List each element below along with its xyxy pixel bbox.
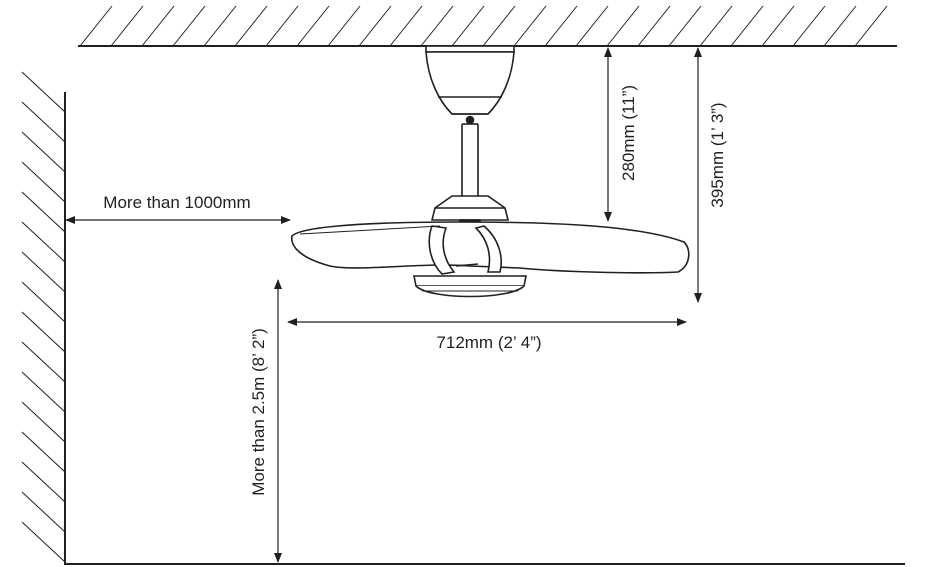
ceiling-hatch-line (234, 5, 268, 47)
ceiling-hatch-line (513, 5, 547, 47)
wall-hatch-line (21, 101, 66, 143)
wall-hatch-line (21, 281, 66, 323)
ceiling-hatch-line (327, 5, 361, 47)
ceiling-hatch-line (79, 5, 113, 47)
ceiling-hatch-line (730, 5, 764, 47)
wall-hatch-line (21, 71, 66, 113)
wall-hatching (21, 71, 66, 563)
ceiling-hatch-line (482, 5, 516, 47)
ceiling-hatch-line (296, 5, 330, 47)
ceiling-hatch-line (761, 5, 795, 47)
ceiling-hatch-line (265, 5, 299, 47)
wall-hatch-line (21, 191, 66, 233)
ceiling-hatch-line (699, 5, 733, 47)
ceiling-hatch-line (451, 5, 485, 47)
wall (21, 71, 66, 565)
wall-hatch-line (21, 251, 66, 293)
fan-downrod (461, 123, 479, 196)
ceiling-hatch-line (389, 5, 423, 47)
wall-hatch-line (21, 161, 66, 203)
ceiling-hatch-line (544, 5, 578, 47)
wall-hatch-line (21, 461, 66, 503)
wall-hatch-line (21, 341, 66, 383)
ceiling-hatching (79, 5, 888, 47)
dimension-downrod-height: 280mm (11”) (604, 47, 638, 222)
dimension-blade-span: 712mm (2’ 4”) (287, 318, 687, 352)
ceiling-hatch-line (110, 5, 144, 47)
ceiling-hatch-line (575, 5, 609, 47)
wall-hatch-line (21, 221, 66, 263)
wall-hatch-line (21, 401, 66, 443)
canopy-screw (465, 115, 475, 125)
fan-canopy (425, 45, 515, 125)
downrod-height-label: 280mm (11”) (619, 85, 638, 181)
blade-span-label: 712mm (2’ 4”) (436, 333, 541, 352)
wall-hatch-line (21, 431, 66, 473)
ceiling-hatch-line (668, 5, 702, 47)
wall-hatch-line (21, 491, 66, 533)
dimension-wall-clearance: More than 1000mm (65, 193, 291, 224)
dimension-total-height: 395mm (1’ 3”) (694, 47, 727, 303)
floor-clearance-label: More than 2.5m (8’ 2”) (249, 328, 268, 496)
ceiling-hatch-line (606, 5, 640, 47)
blade-edge-line (299, 225, 441, 235)
fan-blade-arms (428, 225, 502, 275)
wall-hatch-line (21, 371, 66, 413)
ceiling-hatch-line (141, 5, 175, 47)
dimension-floor-clearance: More than 2.5m (8’ 2”) (249, 279, 282, 563)
ceiling-hatch-line (854, 5, 888, 47)
ceiling-hatch-line (420, 5, 454, 47)
fan-motor-hub (430, 195, 510, 226)
total-height-label: 395mm (1’ 3”) (708, 102, 727, 207)
wall-hatch-line (21, 311, 66, 353)
ceiling (78, 5, 897, 47)
ceiling-hatch-line (358, 5, 392, 47)
wall-hatch-line (21, 131, 66, 173)
ceiling-hatch-line (637, 5, 671, 47)
fan-light-kit (413, 275, 527, 298)
ceiling-fan (291, 45, 690, 298)
ceiling-hatch-line (823, 5, 857, 47)
wall-clearance-label: More than 1000mm (103, 193, 250, 212)
ceiling-hatch-line (792, 5, 826, 47)
ceiling-hatch-line (203, 5, 237, 47)
ceiling-hatch-line (172, 5, 206, 47)
wall-hatch-line (21, 521, 66, 563)
